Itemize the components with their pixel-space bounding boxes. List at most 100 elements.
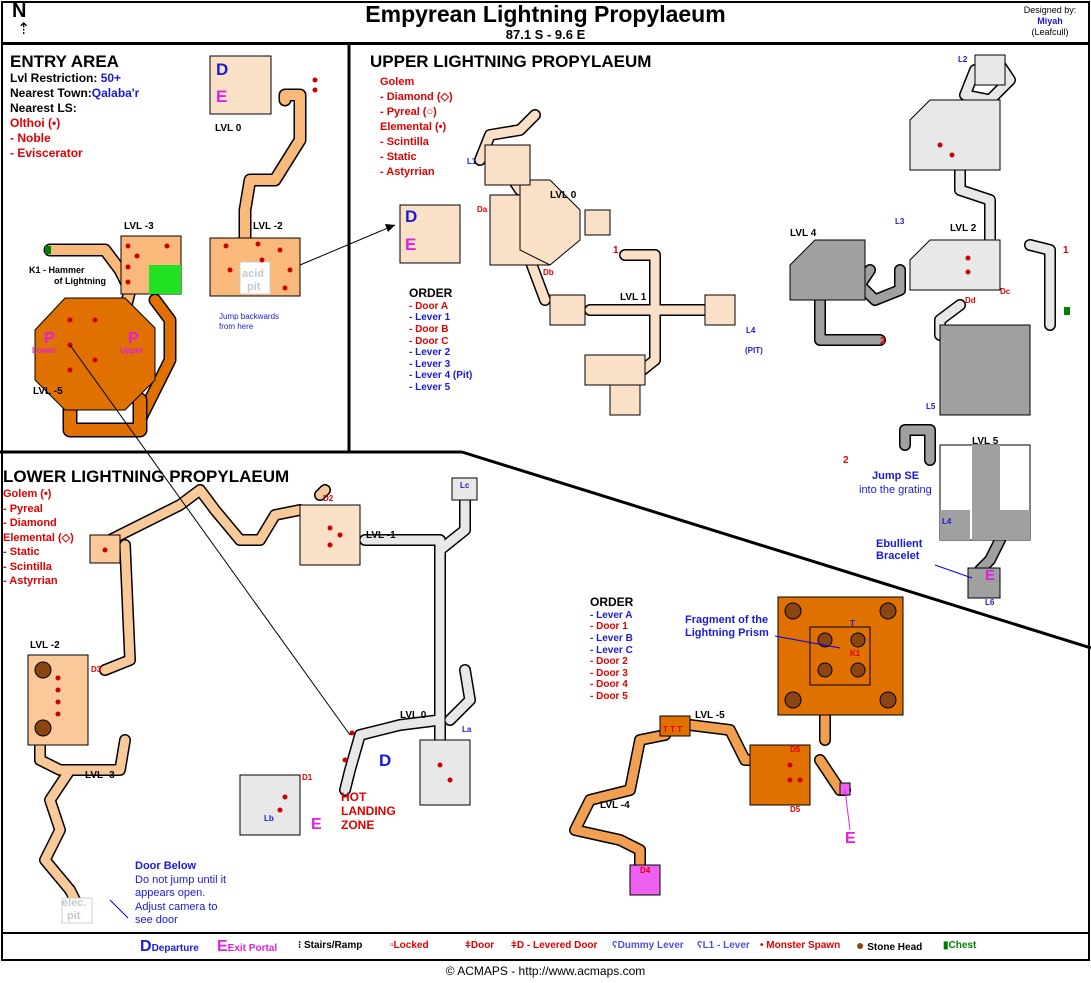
designed-by-label: Designed by: bbox=[1023, 5, 1077, 15]
entry-lvl0-label: LVL 0 bbox=[215, 123, 242, 134]
l1-label: L1 bbox=[467, 157, 477, 166]
lower-portal-label: Lower bbox=[32, 346, 56, 355]
legend-label: D - Levered Door bbox=[516, 940, 598, 951]
levered-door-icon: ǂ bbox=[511, 940, 517, 951]
order-item: - Lever 3 bbox=[409, 358, 451, 370]
legend-label: Locked bbox=[393, 940, 429, 951]
k1-label-2: of Lightning bbox=[54, 276, 106, 286]
acid-pit-label: acid bbox=[242, 268, 265, 280]
upper-lvl1-label: LVL 1 bbox=[620, 292, 647, 303]
divider-diagonal bbox=[461, 450, 1091, 650]
order-item: - Door A bbox=[409, 300, 449, 312]
departure-marker: D bbox=[216, 60, 229, 79]
dc-label: Dc bbox=[1000, 287, 1011, 296]
legend-label: Monster Spawn bbox=[766, 940, 841, 951]
footer-copyright: © ACMAPS - http://www.acmaps.com bbox=[445, 964, 646, 978]
door-below-line: Adjust camera to bbox=[135, 900, 218, 913]
upper-exit-2: E bbox=[985, 567, 996, 584]
lower-lvl-2-label: LVL -2 bbox=[30, 640, 60, 651]
lower-lvl-4-label: LVL -4 bbox=[600, 800, 630, 811]
door-below-note: Door Below Do not jump until it appears … bbox=[135, 860, 226, 928]
legend-label: L1 - Lever bbox=[702, 940, 750, 951]
dummy-lever-icon: ʕ bbox=[612, 940, 618, 951]
jump-arrow bbox=[299, 224, 396, 266]
upper-elemental-1: - Scintilla bbox=[380, 136, 429, 148]
k1-label: K1 - Hammer bbox=[29, 265, 85, 275]
entry-lvl0-room bbox=[209, 55, 272, 115]
entry-title: ENTRY AREA bbox=[10, 52, 119, 71]
l6-label: L6 bbox=[985, 598, 995, 607]
nearest-town-value: Qalaba'r bbox=[91, 86, 140, 100]
lb-label: Lb bbox=[264, 814, 274, 823]
lower-golem-1: - Pyreal bbox=[3, 502, 43, 515]
d4-label: D4 bbox=[640, 866, 651, 875]
entry-lvl-2-label: LVL -2 bbox=[253, 221, 283, 232]
db-label: Db bbox=[543, 268, 554, 277]
order-item: - Door B bbox=[409, 323, 449, 335]
entry-lvl-5-room bbox=[34, 297, 156, 411]
legend-label: Stone Head bbox=[867, 942, 923, 953]
lower-elemental-2: - Scintilla bbox=[3, 560, 52, 573]
credits: Designed by: Miyah (Leafcull) bbox=[1010, 5, 1090, 38]
entry-monster: Olthoi (•) bbox=[10, 116, 61, 130]
marker-1: 1 bbox=[613, 245, 619, 256]
dd-label: Dd bbox=[965, 296, 976, 305]
page-title: Empyrean Lightning Propylaeum bbox=[365, 1, 726, 27]
lower-elemental: Elemental (◇) bbox=[3, 531, 74, 544]
jump-note-2: from here bbox=[219, 322, 254, 331]
exit-portal-icon: E bbox=[217, 938, 228, 955]
hot-label: HOT bbox=[341, 790, 367, 804]
legend-stairs: ⁝ Stairs/Ramp bbox=[298, 940, 362, 951]
upper-departure: D bbox=[405, 207, 418, 226]
entry-lvl-5-label: LVL -5 bbox=[33, 386, 63, 397]
acid-pit-label-2: pit bbox=[247, 281, 261, 293]
door-below-line: Do not jump until it bbox=[135, 873, 227, 886]
order-item: - Door 1 bbox=[590, 621, 628, 633]
legend-stone-head: ● Stone Head bbox=[856, 937, 922, 953]
upper-elemental-2: - Static bbox=[380, 151, 417, 163]
lower-exit: E bbox=[311, 816, 322, 833]
lower-monsters: Golem (•) - Pyreal - Diamond Elemental (… bbox=[3, 487, 74, 589]
upper-title: UPPER LIGHTNING PROPYLAEUM bbox=[370, 52, 652, 71]
legend-dummy-lever: ʕDummy Lever bbox=[612, 940, 684, 951]
k1-chest-label: K1 bbox=[850, 649, 861, 658]
l2-label: L2 bbox=[958, 55, 968, 64]
upper-order-title: ORDER bbox=[409, 286, 453, 300]
door-below-line: appears open. bbox=[135, 887, 206, 899]
order-item: - Door 2 bbox=[590, 656, 628, 668]
legend-label: Exit Portal bbox=[227, 943, 278, 954]
legend-label: Door bbox=[470, 940, 495, 951]
da-label: Da bbox=[477, 205, 488, 214]
jump-se-label-2: into the grating bbox=[859, 484, 932, 496]
legend-lever: ʕL1 - Lever bbox=[697, 940, 750, 951]
lower-lvl-5-label: LVL -5 bbox=[695, 710, 725, 721]
ttt-label: T T T bbox=[663, 725, 683, 734]
order-item: - Lever 1 bbox=[409, 312, 451, 324]
jump-note: Jump backwards bbox=[219, 312, 280, 321]
legend-label: Dummy Lever bbox=[617, 940, 684, 951]
designer-name: Miyah bbox=[1037, 16, 1063, 26]
legend-label: Chest bbox=[948, 940, 977, 951]
stone-head-icon: ● bbox=[856, 937, 865, 953]
zone-label: ZONE bbox=[341, 818, 375, 832]
lower-golem: Golem (•) bbox=[3, 488, 52, 500]
lower-departure: D bbox=[379, 751, 392, 770]
l4b-label: L4 bbox=[942, 517, 952, 526]
d5b-label: D5 bbox=[790, 805, 801, 814]
lvl4-label: LVL 4 bbox=[790, 228, 817, 239]
lower-exit-2: E bbox=[845, 830, 856, 847]
marker-1b: 1 bbox=[1063, 245, 1069, 256]
upper-portal-icon: P bbox=[128, 330, 139, 347]
order-item: - Lever A bbox=[590, 609, 633, 621]
bracelet-label-2: Bracelet bbox=[876, 550, 920, 562]
upper-lvl0-label: LVL 0 bbox=[550, 190, 577, 201]
order-item: - Lever 2 bbox=[409, 347, 451, 359]
nearest-ls-label: Nearest LS: bbox=[10, 101, 77, 115]
coordinates: 87.1 S - 9.6 E bbox=[505, 27, 586, 42]
l5-label: L5 bbox=[926, 402, 936, 411]
la-label: La bbox=[462, 725, 472, 734]
marker-2b: 2 bbox=[843, 455, 849, 466]
jump-se-label: Jump SE bbox=[872, 470, 920, 482]
upper-elemental-3: - Astyrrian bbox=[380, 166, 435, 178]
